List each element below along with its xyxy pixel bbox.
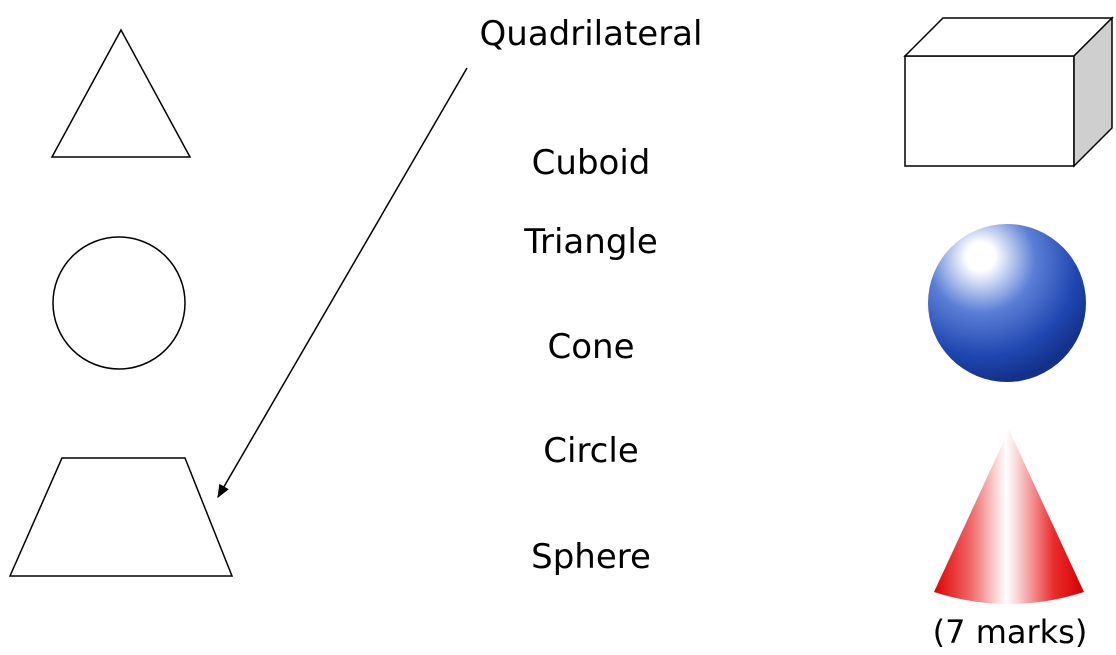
- match-arrow: [217, 67, 468, 499]
- label-triangle: Triangle: [524, 222, 658, 262]
- label-circle: Circle: [543, 431, 639, 471]
- marks-note: (7 marks): [932, 613, 1088, 651]
- label-cone: Cone: [547, 327, 635, 367]
- label-quadrilateral: Quadrilateral: [479, 14, 703, 54]
- label-cuboid: Cuboid: [531, 143, 651, 183]
- triangle-shape: [50, 28, 192, 158]
- sphere-shape: [928, 224, 1086, 382]
- cone-shape: [934, 430, 1084, 604]
- circle-shape: [52, 236, 186, 370]
- trapezium-shape: [8, 457, 234, 577]
- label-sphere: Sphere: [531, 537, 651, 577]
- cuboid-shape: [903, 16, 1114, 168]
